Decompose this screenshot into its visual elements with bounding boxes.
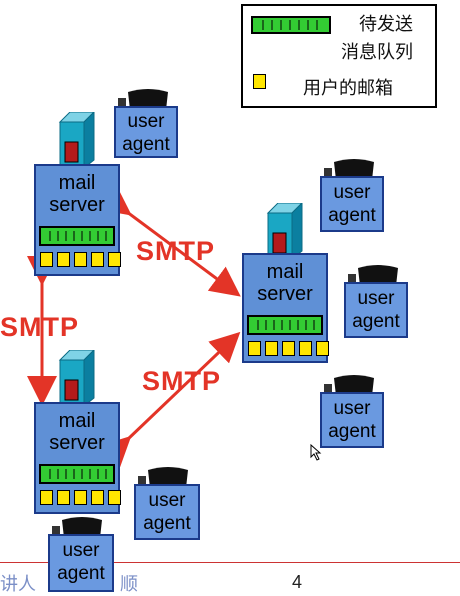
smtp-label-left: SMTP bbox=[0, 312, 80, 342]
server-label-line1: mail bbox=[58, 410, 96, 432]
agent-label-line1: user bbox=[357, 288, 395, 309]
server-label-line1: mail bbox=[58, 172, 96, 194]
user-mailboxes bbox=[248, 341, 333, 361]
agent-label-line2: agent bbox=[122, 134, 170, 155]
smtp-arrow-top bbox=[98, 185, 241, 297]
server-label-line2: server bbox=[257, 283, 313, 305]
server-label-line2: server bbox=[49, 432, 105, 454]
computer-icon bbox=[348, 265, 398, 286]
legend-queue-swatch bbox=[251, 16, 331, 34]
agent-label-line1: user bbox=[333, 398, 371, 419]
smtp-arrow-bottom bbox=[99, 331, 241, 468]
user-agent-box: user agent bbox=[134, 484, 200, 540]
user-agent-3: user agent bbox=[344, 264, 408, 340]
user-agent-1: user agent bbox=[114, 88, 178, 160]
mail-server-2: mail server bbox=[242, 203, 329, 363]
page-number: 4 bbox=[292, 572, 303, 592]
computer-icon bbox=[324, 375, 374, 396]
footer-text-right: 顺 bbox=[120, 574, 138, 595]
server-tower-icon bbox=[58, 112, 95, 168]
agent-label-line2: agent bbox=[57, 563, 105, 584]
computer-icon bbox=[324, 159, 374, 180]
message-queue bbox=[39, 226, 115, 246]
footer-divider bbox=[0, 562, 460, 563]
user-agent-5: user agent bbox=[134, 466, 200, 542]
user-agent-box: user agent bbox=[344, 282, 408, 338]
user-agent-4: user agent bbox=[320, 374, 384, 450]
legend-queue-label-2: 消息队列 bbox=[341, 42, 413, 63]
footer-text-left: 讲人 bbox=[0, 574, 36, 595]
legend-mailbox-swatch bbox=[253, 74, 266, 89]
agent-label-line1: user bbox=[148, 490, 186, 511]
agent-label-line1: user bbox=[127, 111, 165, 132]
server-tower-icon bbox=[266, 203, 303, 259]
agent-label-line2: agent bbox=[328, 421, 376, 442]
computer-icon bbox=[118, 89, 168, 110]
user-mailboxes bbox=[40, 252, 125, 272]
user-mailboxes bbox=[40, 490, 125, 510]
server-body: mail server bbox=[34, 164, 121, 276]
server-label-line2: server bbox=[49, 194, 105, 216]
smtp-label-top: SMTP bbox=[136, 236, 216, 266]
mail-server-1: mail server bbox=[34, 112, 121, 276]
agent-label-line2: agent bbox=[143, 513, 191, 534]
agent-label-line1: user bbox=[333, 182, 371, 203]
user-agent-box: user agent bbox=[320, 392, 384, 448]
user-agent-box: user agent bbox=[320, 176, 384, 232]
mouse-cursor-icon bbox=[310, 443, 322, 461]
computer-icon bbox=[138, 467, 188, 488]
agent-label-line2: agent bbox=[352, 311, 400, 332]
agent-label-line2: agent bbox=[328, 205, 376, 226]
server-label-line1: mail bbox=[266, 261, 304, 283]
user-agent-box: user agent bbox=[48, 534, 114, 592]
legend-queue-label-1: 待发送 bbox=[359, 14, 413, 35]
user-agent-2: user agent bbox=[320, 158, 384, 234]
message-queue bbox=[39, 464, 115, 484]
user-agent-6: user agent bbox=[48, 516, 114, 592]
smtp-label-bottom: SMTP bbox=[142, 366, 222, 396]
mail-server-3: mail server bbox=[34, 350, 121, 514]
agent-label-line1: user bbox=[62, 540, 100, 561]
user-agent-box: user agent bbox=[114, 106, 178, 158]
computer-icon bbox=[52, 517, 102, 538]
legend: 待发送 消息队列 用户的邮箱 bbox=[241, 4, 437, 108]
server-body: mail server bbox=[34, 402, 121, 514]
legend-mailbox-label: 用户的邮箱 bbox=[303, 78, 393, 99]
server-body: mail server bbox=[242, 253, 329, 363]
server-tower-icon bbox=[58, 350, 95, 406]
message-queue bbox=[247, 315, 323, 335]
